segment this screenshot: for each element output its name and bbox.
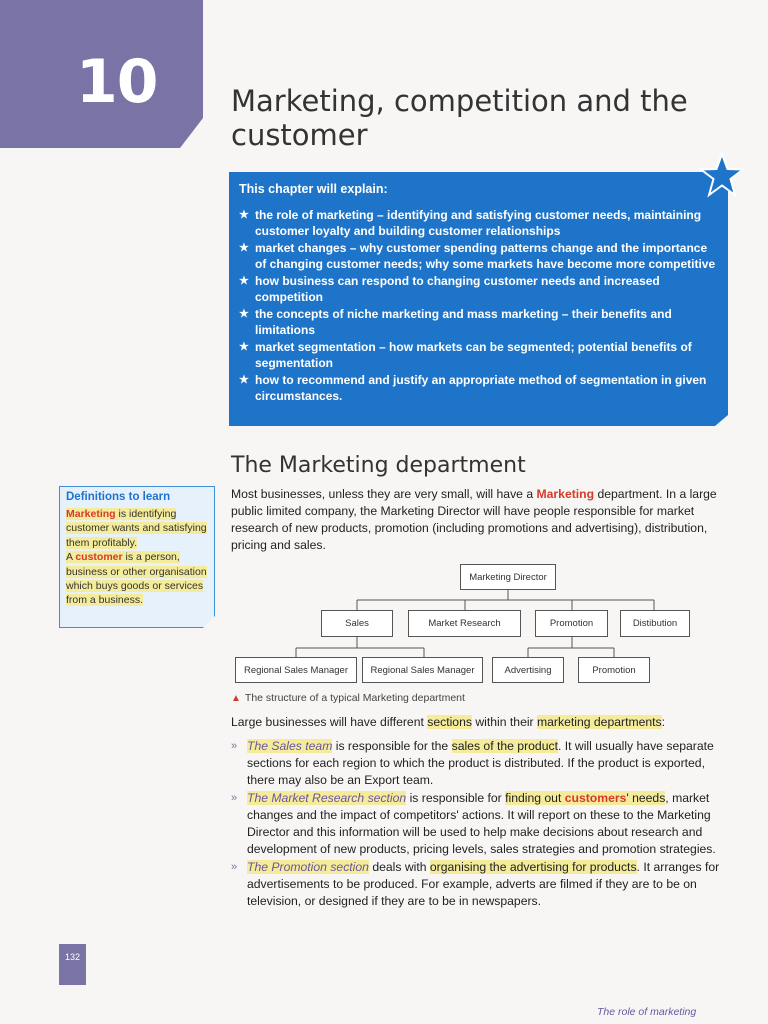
- highlight: organising the advertising for products: [429, 860, 637, 874]
- overview-item-text: how business can respond to changing cus…: [255, 274, 660, 304]
- star-icon: [698, 152, 746, 198]
- star-bullet-icon: ★: [239, 209, 249, 221]
- page-number-tab: 132: [59, 944, 86, 985]
- caption-text: The structure of a typical Marketing dep…: [244, 692, 465, 704]
- chapter-tab: 10: [0, 0, 203, 148]
- lead-text: Large businesses will have different: [231, 715, 428, 729]
- lead-text: within their: [471, 715, 537, 729]
- highlight: sections: [427, 715, 472, 729]
- term-customer: customer: [75, 551, 123, 564]
- definitions-title: Definitions to learn: [66, 491, 171, 503]
- section-name: The Market Research section: [247, 791, 407, 805]
- section-name: The Sales team: [247, 739, 333, 753]
- section-text: is responsible for the: [332, 739, 452, 753]
- star-bullet-icon: ★: [239, 242, 249, 254]
- overview-item: ★ market changes – why customer spending …: [239, 240, 718, 272]
- star-bullet-icon: ★: [239, 374, 249, 386]
- overview-item-text: the concepts of niche marketing and mass…: [255, 307, 672, 337]
- chapter-number: 10: [76, 47, 158, 117]
- overview-item: ★ how business can respond to changing cu…: [239, 273, 718, 305]
- figure-caption: ▲The structure of a typical Marketing de…: [231, 692, 465, 704]
- org-node-promotion: Promotion: [535, 610, 608, 637]
- sections-list: » The Sales team is responsible for the s…: [231, 738, 731, 911]
- overview-item: ★ the role of marketing – identifying and…: [239, 207, 718, 239]
- star-bullet-icon: ★: [239, 308, 249, 320]
- double-chevron-icon: »: [231, 740, 238, 752]
- section-text: . It will usually have separate sections…: [247, 739, 714, 787]
- page-number: 132: [64, 952, 81, 962]
- org-node-distribution: Distibution: [620, 610, 690, 637]
- chapter-overview-box: This chapter will explain: ★ the role of …: [229, 172, 728, 426]
- overview-item: ★ how to recommend and justify an appropr…: [239, 372, 718, 404]
- overview-list: ★ the role of marketing – identifying and…: [239, 207, 718, 404]
- star-bullet-icon: ★: [239, 275, 249, 287]
- overview-item-text: market changes – why customer spending p…: [255, 241, 716, 271]
- intro-text: Most businesses, unless they are very sm…: [231, 487, 537, 501]
- highlight: marketing departments: [537, 715, 662, 729]
- double-chevron-icon: »: [231, 861, 238, 873]
- chapter-title: Marketing, competition and the customer: [231, 84, 688, 152]
- double-chevron-icon: »: [231, 792, 238, 804]
- section-heading: The Marketing department: [231, 453, 526, 478]
- highlight: sales of the product: [451, 739, 558, 753]
- overview-item: ★ the concepts of niche marketing and mas…: [239, 306, 718, 338]
- org-node-promotion-sub: Promotion: [578, 657, 650, 683]
- star-bullet-icon: ★: [239, 341, 249, 353]
- org-node-regional-sales-manager: Regional Sales Manager: [362, 657, 483, 683]
- triangle-marker-icon: ▲: [231, 693, 241, 704]
- definition-text: A: [66, 551, 76, 564]
- org-node-sales: Sales: [321, 610, 393, 637]
- term-marketing: Marketing: [66, 508, 116, 520]
- intro-paragraph: Most businesses, unless they are very sm…: [231, 486, 731, 554]
- keyword-marketing: Marketing: [536, 487, 595, 501]
- org-node-director: Marketing Director: [460, 564, 556, 590]
- overview-item-text: the role of marketing – identifying and …: [255, 208, 702, 238]
- overview-item-text: market segmentation – how markets can be…: [255, 340, 692, 370]
- org-node-regional-sales-manager: Regional Sales Manager: [235, 657, 357, 683]
- keyword-customers: customers: [564, 791, 627, 805]
- section-item-sales: » The Sales team is responsible for the s…: [231, 738, 731, 789]
- section-item-promotion: » The Promotion section deals with organi…: [231, 859, 731, 910]
- overview-item: ★ market segmentation – how markets can b…: [239, 339, 718, 371]
- section-text: is responsible for: [406, 791, 506, 805]
- sections-lead: Large businesses will have different sec…: [231, 714, 731, 731]
- definition-marketing: Marketing is identifying customer wants …: [66, 507, 208, 608]
- lead-text: :: [661, 715, 666, 729]
- overview-lead: This chapter will explain:: [239, 182, 388, 196]
- highlight: ' needs: [626, 791, 666, 805]
- org-node-advertising: Advertising: [492, 657, 564, 683]
- section-text: , market changes and the impact of compe…: [247, 791, 716, 856]
- section-text: deals with: [368, 860, 430, 874]
- highlight: finding out: [505, 791, 565, 805]
- definitions-box: Definitions to learn Marketing is identi…: [59, 486, 215, 628]
- section-name: The Promotion section: [247, 860, 369, 874]
- section-item-research: » The Market Research section is responsi…: [231, 790, 731, 858]
- org-node-market-research: Market Research: [408, 610, 521, 637]
- overview-item-text: how to recommend and justify an appropri…: [255, 373, 707, 403]
- footer-section-label: The role of marketing: [597, 1006, 697, 1018]
- section-text: . It arranges for advertisements to be p…: [247, 860, 720, 908]
- intro-text: department. In a large public limited co…: [231, 487, 717, 552]
